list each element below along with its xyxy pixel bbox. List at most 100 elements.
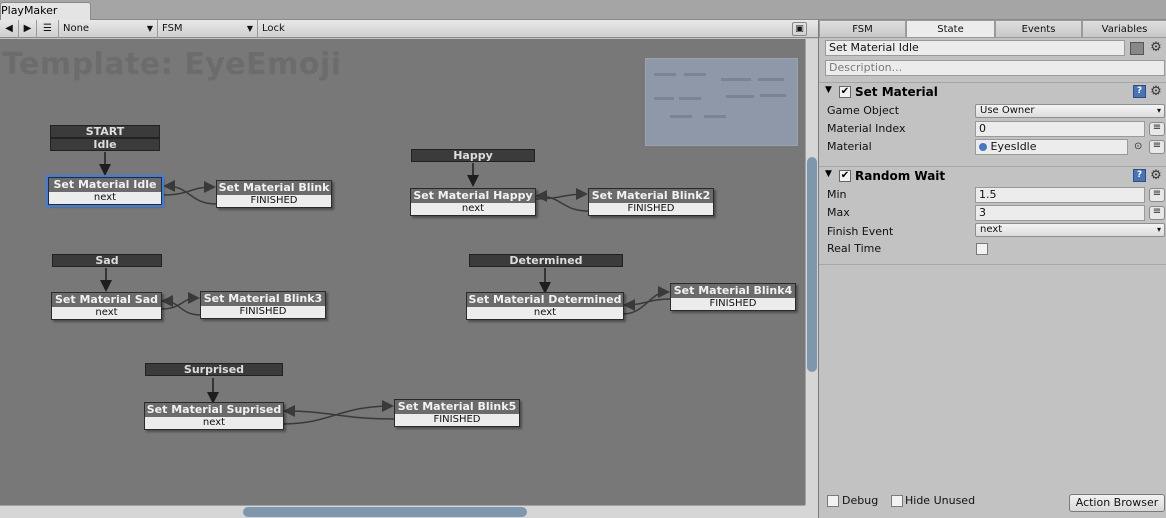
surprised-label[interactable]: Surprised — [145, 363, 283, 376]
variable-toggle-button[interactable]: ≡ — [1149, 206, 1165, 220]
hamburger-icon: ☰ — [43, 23, 52, 34]
state-transition[interactable]: FINISHED — [239, 306, 287, 317]
chevron-down-icon: ▼ — [246, 24, 253, 33]
state-transition[interactable]: next — [202, 417, 226, 428]
max-label: Max — [827, 206, 850, 219]
tab-variables[interactable]: Variables — [1082, 20, 1166, 38]
state-transition[interactable]: FINISHED — [709, 298, 757, 309]
fsm-select[interactable]: FSM ▼ — [158, 20, 258, 38]
game-object-select[interactable]: Use Owner ▾ — [975, 104, 1165, 118]
debug-label: Debug — [842, 494, 879, 507]
state-transition[interactable]: next — [93, 192, 117, 203]
variable-toggle-button[interactable]: ≡ — [1149, 140, 1165, 154]
action-header-random-wait[interactable]: ▼ ✔ Random Wait ? ⚙ — [819, 166, 1166, 184]
minimap-toggle-button[interactable]: ▣ — [792, 22, 807, 36]
scroll-corner — [805, 505, 818, 518]
sad-label[interactable]: Sad — [52, 254, 162, 267]
state-set-material-idle[interactable]: Set Material Idle next — [46, 175, 164, 207]
real-time-label: Real Time — [827, 242, 882, 255]
minimap-icon: ▣ — [795, 24, 804, 34]
minimap-node — [679, 97, 701, 100]
horizontal-scrollbar[interactable] — [0, 505, 805, 518]
state-set-material-blink2[interactable]: Set Material Blink2 FINISHED — [588, 188, 714, 216]
window-tab-playmaker[interactable]: PlayMaker — [0, 2, 91, 20]
triangle-down-icon[interactable]: ▼ — [825, 85, 832, 95]
state-title: Set Material Blink — [217, 181, 331, 195]
hide-unused-checkbox[interactable] — [891, 495, 903, 507]
material-icon — [979, 143, 987, 151]
chevron-updown-icon: ▾ — [1156, 106, 1161, 115]
vertical-scrollbar[interactable] — [805, 39, 818, 505]
state-transition[interactable]: FINISHED — [627, 203, 675, 214]
graph-title: Template: EyeEmoji — [2, 47, 342, 82]
state-set-material-sad[interactable]: Set Material Sad next — [51, 292, 162, 320]
state-title: Set Material Idle — [49, 178, 161, 192]
minimap-node — [654, 97, 674, 100]
description-field[interactable]: Description... — [825, 60, 1165, 76]
state-transition[interactable]: FINISHED — [250, 195, 298, 206]
object-picker-icon[interactable]: ⊙ — [1134, 141, 1143, 152]
state-transition[interactable]: next — [533, 307, 557, 318]
gear-icon[interactable]: ⚙ — [1150, 168, 1162, 183]
tab-fsm[interactable]: FSM — [819, 20, 906, 38]
state-title: Set Material Happy — [411, 189, 535, 203]
minimap-node — [726, 95, 754, 98]
state-title: Set Material Blink5 — [395, 400, 519, 414]
lock-label: Lock — [262, 23, 285, 34]
state-set-material-suprised[interactable]: Set Material Suprised next — [144, 402, 284, 430]
minimap-node — [704, 115, 726, 118]
minimap-node — [654, 73, 676, 76]
real-time-checkbox[interactable] — [976, 243, 988, 255]
debug-checkbox[interactable] — [827, 495, 839, 507]
action-browser-button[interactable]: Action Browser — [1069, 494, 1165, 512]
gear-icon[interactable]: ⚙ — [1150, 84, 1162, 99]
state-transition[interactable]: FINISHED — [433, 414, 481, 425]
triangle-down-icon[interactable]: ▼ — [825, 169, 832, 179]
min-field[interactable]: 1.5 — [975, 187, 1145, 203]
determined-label[interactable]: Determined — [469, 254, 623, 267]
chevron-down-icon: ▼ — [146, 24, 153, 33]
section-divider — [819, 264, 1166, 265]
horizontal-scroll-thumb[interactable] — [243, 507, 527, 517]
state-set-material-blink[interactable]: Set Material Blink FINISHED — [216, 180, 332, 208]
back-button[interactable]: ◀ — [0, 20, 19, 38]
gameobject-select[interactable]: None ▼ — [59, 20, 158, 38]
gear-icon[interactable]: ⚙ — [1150, 40, 1162, 55]
action-enabled-checkbox[interactable]: ✔ — [839, 86, 851, 98]
finish-event-select[interactable]: next ▾ — [975, 223, 1165, 237]
forward-button[interactable]: ▶ — [19, 20, 37, 38]
menu-button[interactable]: ☰ — [37, 20, 59, 38]
graph-minimap[interactable] — [645, 58, 798, 146]
state-name-field[interactable]: Set Material Idle — [825, 40, 1125, 56]
inspector-tabs: FSM State Events Variables — [819, 20, 1166, 38]
fsm-select-value: FSM — [162, 23, 183, 34]
material-index-field[interactable]: 0 — [975, 121, 1145, 137]
state-set-material-blink4[interactable]: Set Material Blink4 FINISHED — [670, 283, 796, 311]
lock-toggle[interactable]: Lock — [258, 20, 318, 38]
state-set-material-blink3[interactable]: Set Material Blink3 FINISHED — [200, 291, 326, 319]
state-set-material-blink5[interactable]: Set Material Blink5 FINISHED — [394, 399, 520, 427]
help-icon[interactable]: ? — [1133, 85, 1146, 98]
state-color-swatch[interactable] — [1130, 42, 1144, 55]
happy-label[interactable]: Happy — [411, 149, 535, 162]
action-header-set-material[interactable]: ▼ ✔ Set Material ? ⚙ — [819, 82, 1166, 100]
triangle-left-icon: ◀ — [5, 23, 13, 34]
help-icon[interactable]: ? — [1133, 169, 1146, 182]
fsm-graph-canvas[interactable]: Template: EyeEmoji — [0, 39, 805, 505]
max-field[interactable]: 3 — [975, 205, 1145, 221]
tab-state[interactable]: State — [906, 20, 995, 38]
chevron-updown-icon: ▾ — [1156, 225, 1161, 234]
minimap-node — [684, 73, 706, 76]
state-transition[interactable]: next — [461, 203, 485, 214]
state-transition[interactable]: next — [95, 307, 118, 318]
idle-label[interactable]: Idle — [50, 138, 160, 151]
variable-toggle-button[interactable]: ≡ — [1149, 122, 1165, 136]
action-enabled-checkbox[interactable]: ✔ — [839, 170, 851, 182]
material-object-field[interactable]: EyesIdle — [975, 139, 1128, 155]
state-set-material-determined[interactable]: Set Material Determined next — [466, 292, 624, 320]
state-set-material-happy[interactable]: Set Material Happy next — [410, 188, 536, 216]
vertical-scroll-thumb[interactable] — [807, 157, 817, 372]
tab-events[interactable]: Events — [995, 20, 1082, 38]
variable-toggle-button[interactable]: ≡ — [1149, 188, 1165, 202]
